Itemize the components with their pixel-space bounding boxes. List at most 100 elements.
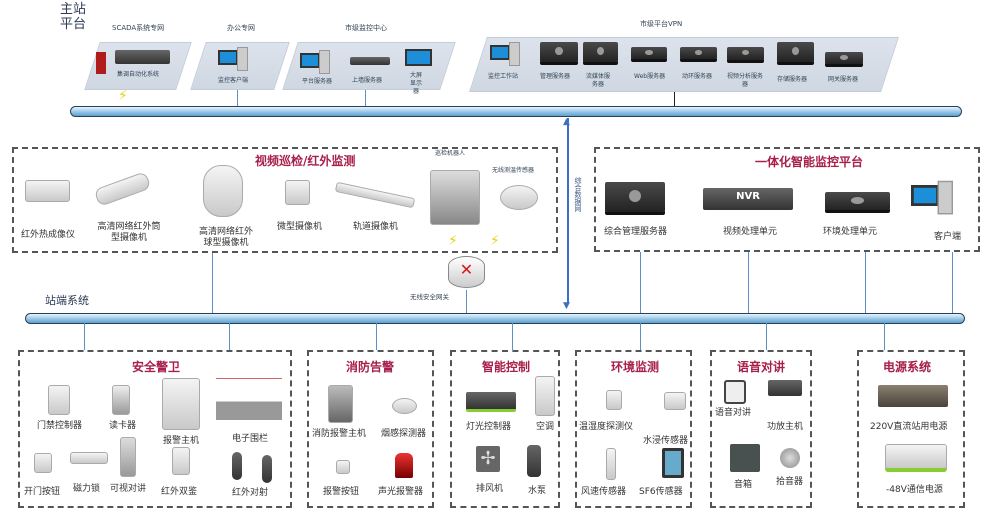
platform-device-1: 综合管理服务器 bbox=[604, 227, 668, 237]
voice-title: 语音对讲 bbox=[737, 360, 786, 374]
web-server-icon bbox=[631, 47, 667, 59]
intercom-icon bbox=[724, 380, 746, 404]
arrow-up-icon: ▲ bbox=[563, 117, 570, 127]
vpn-device-1: 监控工作站 bbox=[488, 73, 519, 80]
telecom-power-icon bbox=[885, 444, 947, 472]
connector bbox=[212, 253, 213, 313]
vpn-device-3: 流媒体服务器 bbox=[585, 73, 610, 88]
scada-title: SCADA系统专网 bbox=[112, 24, 165, 32]
video-analysis-server-icon bbox=[727, 47, 764, 60]
alarm-host-icon bbox=[162, 378, 200, 430]
smoke-detector-icon bbox=[392, 398, 417, 414]
fire-title: 消防告警 bbox=[346, 360, 395, 374]
security-device-1: 门禁控制器 bbox=[37, 421, 83, 431]
door-button-icon bbox=[34, 453, 52, 473]
connector bbox=[748, 252, 749, 313]
gateway-server-icon bbox=[825, 52, 863, 64]
air-conditioner-icon bbox=[535, 376, 555, 416]
microphone-icon bbox=[780, 448, 800, 468]
temp-sensor-icon bbox=[500, 185, 538, 210]
gateway-label: 无线安全网关 bbox=[410, 293, 449, 301]
thermo-hygrometer-icon bbox=[606, 390, 622, 410]
vpn-device-6: 视频分析服务器 bbox=[727, 73, 764, 88]
vpn-device-8: 网关服务器 bbox=[828, 76, 859, 83]
fire-alarm-group bbox=[307, 350, 434, 508]
fire-device-3: 报警按钮 bbox=[323, 487, 360, 497]
env-device-3: 风速传感器 bbox=[581, 487, 627, 497]
control-title: 智能控制 bbox=[482, 360, 531, 374]
ir-beam-icon bbox=[232, 452, 242, 480]
wireless-bolt-icon: ⚡ bbox=[490, 233, 500, 249]
video-monitoring-group bbox=[12, 147, 558, 253]
env-unit-icon bbox=[825, 192, 890, 210]
water-sensor-icon bbox=[664, 392, 686, 410]
security-device-9: 红外对射 bbox=[232, 488, 269, 498]
city-device-3: 大屏显示器 bbox=[410, 72, 423, 95]
management-server-icon bbox=[540, 42, 578, 62]
platform-title: 一体化智能监控平台 bbox=[755, 155, 864, 169]
security-device-3: 报警主机 bbox=[163, 436, 200, 446]
control-device-3: 排风机 bbox=[476, 484, 504, 494]
vpn-device-5: 动环服务器 bbox=[682, 73, 713, 80]
voice-intercom-group bbox=[710, 350, 812, 508]
wireless-bolt-icon: ⚡ bbox=[118, 88, 128, 104]
connector bbox=[84, 323, 85, 350]
access-controller-icon bbox=[48, 385, 70, 415]
vpn-device-2: 管理服务器 bbox=[540, 73, 571, 80]
video-device-2: 高清网络红外筒型摄像机 bbox=[97, 222, 161, 243]
control-device-1: 灯光控制器 bbox=[466, 422, 512, 432]
voice-device-2: 功放主机 bbox=[767, 422, 804, 432]
title-line2: 平台 bbox=[60, 17, 87, 32]
video-device-6: 巡检机器人 bbox=[435, 150, 466, 157]
switch-icon bbox=[115, 50, 170, 64]
arrow-down-icon: ▼ bbox=[563, 301, 570, 311]
data-network-link bbox=[567, 118, 569, 304]
connector bbox=[229, 323, 230, 350]
city-device-2: 上墙服务器 bbox=[352, 77, 383, 84]
siren-icon bbox=[395, 453, 413, 478]
video-device-3: 高清网络红外球型摄像机 bbox=[198, 227, 253, 248]
electric-fence-icon bbox=[216, 378, 282, 420]
light-controller-icon bbox=[466, 392, 516, 412]
connector bbox=[674, 92, 675, 106]
wireless-gateway-router-icon: ✕ bbox=[448, 256, 485, 288]
security-title: 安全警卫 bbox=[132, 360, 181, 374]
voice-device-4: 拾音器 bbox=[776, 477, 804, 487]
env-monitoring-group bbox=[575, 350, 692, 508]
platform-device-4: 客户端 bbox=[934, 232, 962, 242]
connector bbox=[952, 252, 953, 313]
vpn-device-7: 存储服务器 bbox=[777, 76, 808, 83]
alarm-button-icon bbox=[336, 460, 350, 474]
big-screen-icon bbox=[405, 49, 432, 66]
connector bbox=[376, 323, 377, 350]
station-system-label: 站端系统 bbox=[45, 294, 89, 307]
patrol-robot-icon bbox=[430, 170, 480, 225]
fire-device-1: 消防报警主机 bbox=[312, 429, 367, 439]
voice-device-1: 语音对讲 bbox=[715, 408, 752, 418]
master-bus bbox=[70, 106, 962, 117]
amplifier-icon bbox=[768, 380, 802, 396]
connector bbox=[237, 90, 238, 107]
master-station-title: 主站 平台 bbox=[60, 2, 86, 32]
connector bbox=[512, 323, 513, 350]
video-device-4: 微型摄像机 bbox=[277, 222, 323, 232]
water-pump-icon bbox=[527, 445, 541, 477]
micro-camera-icon bbox=[285, 180, 310, 205]
platform-device-2: 视频处理单元 bbox=[723, 227, 778, 237]
nvr-icon: NVR bbox=[703, 188, 793, 210]
storage-server-icon bbox=[777, 42, 814, 62]
control-device-4: 水泵 bbox=[528, 486, 547, 496]
fire-alarm-host-icon bbox=[328, 385, 353, 423]
title-line1: 主站 bbox=[60, 2, 87, 17]
security-device-4: 电子围栏 bbox=[232, 434, 269, 444]
management-server-icon bbox=[605, 182, 665, 212]
security-device-7: 可视对讲 bbox=[110, 484, 147, 494]
wireless-bolt-icon: ⚡ bbox=[448, 233, 458, 249]
power-title: 电源系统 bbox=[883, 360, 932, 374]
env-device-2: 水浸传感器 bbox=[643, 436, 689, 446]
env-server-icon bbox=[680, 47, 717, 59]
connector bbox=[365, 90, 366, 107]
dome-camera-icon bbox=[203, 165, 243, 217]
workstation-icon bbox=[490, 42, 520, 68]
env-device-1: 温湿度探测仪 bbox=[579, 422, 634, 432]
